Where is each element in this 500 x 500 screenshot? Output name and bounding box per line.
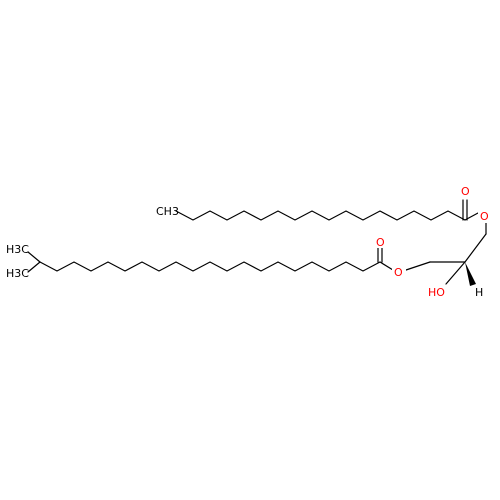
upper-carbonyl-oxygen-label: O [461, 185, 470, 198]
branch-bond-lower [27, 261, 41, 273]
upper-ester-co-bond [464, 212, 479, 221]
atom-labels: CH3 H3C H3C O O O O HO H [6, 184, 492, 299]
upper-ester-o-mask [478, 209, 492, 223]
upper-ester-oxygen-label: O [480, 210, 489, 223]
stereo-h-label: H [475, 286, 483, 299]
glycerol-bond-c1-c2 [464, 233, 487, 263]
lower-ester-co-bond [379, 261, 394, 271]
ch3-top-label: CH3 [156, 205, 179, 218]
lower-ester-o-mask [392, 264, 406, 278]
glycerol-core [405, 261, 476, 286]
lower-acyl-chain [27, 247, 394, 273]
hydroxyl-label: HO [428, 286, 445, 299]
lower-carbonyl-o-mask [374, 234, 386, 248]
lower-carbonyl-oxygen-label: O [376, 236, 385, 249]
lower-ester-oxygen-label: O [394, 266, 403, 279]
upper-carbonyl-o-mask [459, 184, 471, 198]
hydroxyl-bond [445, 261, 466, 285]
ch3-branch-a-label: H3C [6, 243, 29, 256]
upper-chain-skeleton [175, 210, 466, 221]
lower-chain-skeleton [39, 261, 381, 272]
stereo-wedge-bond [465, 262, 476, 286]
lower-ester-oc-bond [405, 261, 431, 271]
upper-acyl-chain [175, 199, 487, 263]
branch-bond-upper [27, 251, 41, 263]
ch3-branch-b-label: H3C [6, 267, 29, 280]
